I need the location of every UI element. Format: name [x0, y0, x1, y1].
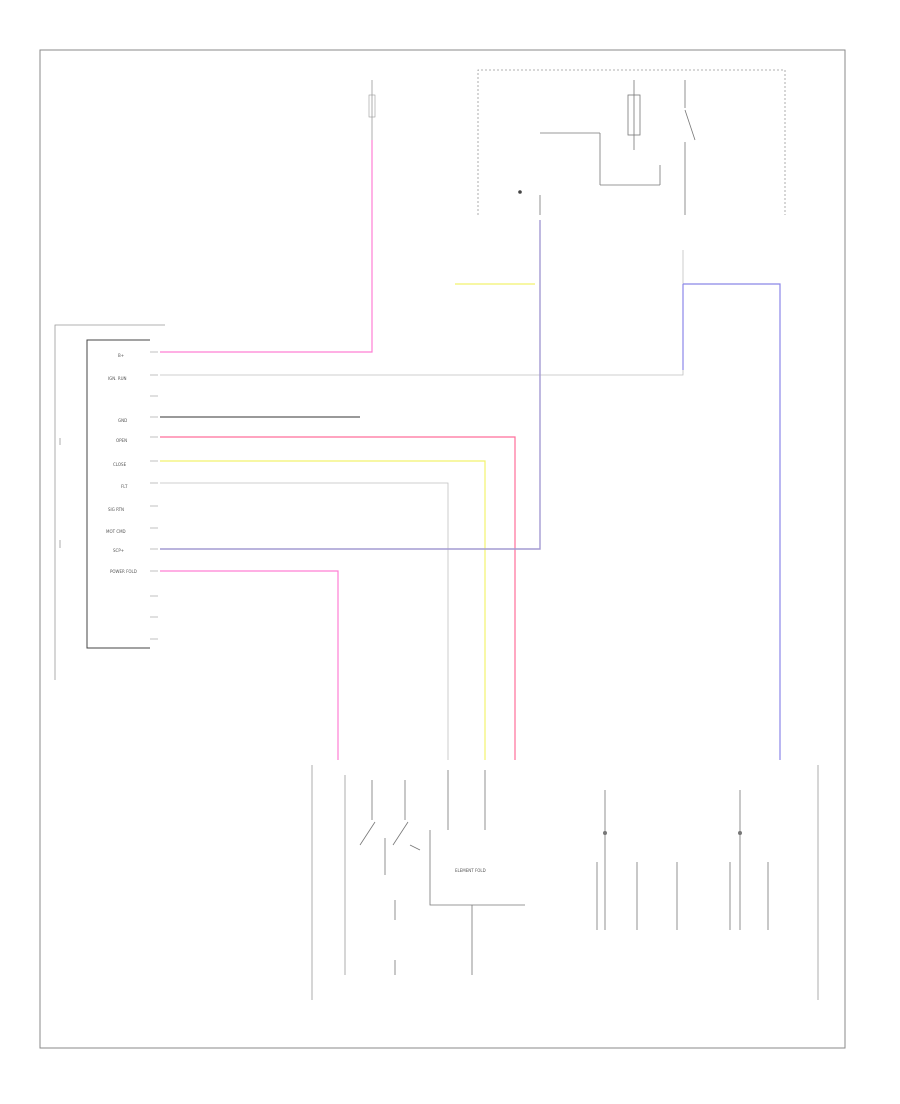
diagram-frame	[39, 49, 846, 1049]
pin-label: GND	[118, 418, 127, 423]
pin-label: CLOSE	[113, 462, 127, 467]
fuse-box	[477, 69, 786, 215]
pin-label: OPEN	[116, 438, 127, 443]
pin-label: FLT	[121, 484, 128, 489]
wire-right-blue	[683, 283, 781, 760]
wire-bplus-pink	[160, 140, 373, 353]
wire-power-fold-pink	[160, 570, 339, 760]
wire-close-yellow	[160, 460, 486, 760]
pin-label: MOT CMD	[106, 529, 126, 534]
ecm-outline	[54, 324, 165, 680]
module-box-label: ELEMENT FOLD	[455, 868, 486, 873]
fuse-top-center	[368, 80, 376, 140]
pin-label: B+	[118, 353, 124, 358]
ecm-pin-labels: B+ IGN. RUN GND OPEN CLOSE FLT SIG RTN M…	[106, 353, 137, 574]
wire-flt-gray	[160, 482, 449, 760]
wire-scp-purple	[160, 220, 541, 550]
pin-stubs	[150, 351, 158, 640]
pin-label: SIG RTN	[108, 507, 124, 512]
pin-label: POWER FOLD	[110, 569, 137, 574]
pin-label: IGN. RUN	[108, 376, 127, 381]
wire-ign-run-gray	[160, 250, 684, 376]
wire-open-red	[160, 436, 516, 760]
pin-label: SCP+	[113, 548, 124, 553]
wires	[160, 140, 781, 760]
bottom-components	[311, 765, 819, 1000]
